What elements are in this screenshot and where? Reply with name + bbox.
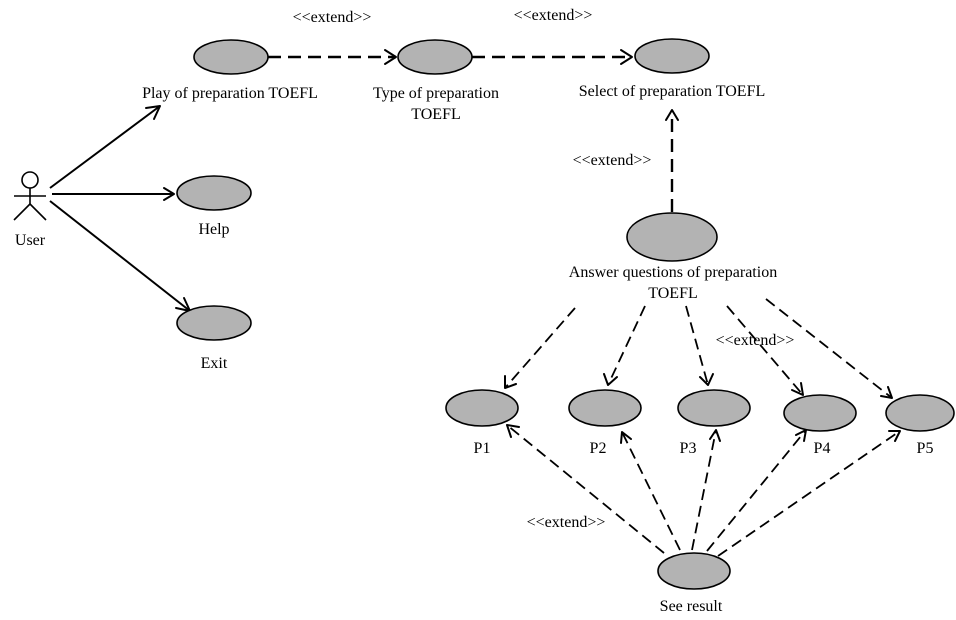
use-case-help[interactable]: Help: [176, 175, 252, 238]
use-case-exit[interactable]: Exit: [176, 305, 252, 372]
svg-text:Play of preparation TOEFL: Play of preparation TOEFL: [142, 85, 318, 102]
svg-text:TOEFL: TOEFL: [411, 106, 460, 123]
extend-label-answer-parts: <<extend>>: [716, 332, 795, 349]
extend-result-to-p2: [620, 431, 681, 551]
use-case-type[interactable]: Type of preparation TOEFL: [373, 39, 499, 123]
extend-result-to-p5: [717, 430, 901, 557]
use-case-p1[interactable]: P1: [445, 389, 519, 457]
extend-type-to-select: [472, 49, 633, 65]
association-user-help: [52, 187, 175, 201]
svg-text:P2: P2: [590, 440, 607, 457]
use-case-play[interactable]: Play of preparation TOEFL: [142, 39, 318, 102]
use-case-select[interactable]: Select of preparation TOEFL: [579, 38, 765, 100]
svg-text:Answer questions of preparatio: Answer questions of preparation: [569, 264, 777, 281]
svg-text:P4: P4: [814, 440, 831, 457]
use-case-p5[interactable]: P5: [885, 394, 955, 457]
svg-text:Type of preparation: Type of preparation: [373, 85, 499, 102]
svg-text:Help: Help: [198, 221, 229, 238]
extend-answer-to-p5: [765, 298, 893, 399]
use-case-p3[interactable]: P3: [677, 389, 751, 457]
extend-answer-to-p4: [726, 305, 804, 396]
extend-label-play-type: <<extend>>: [293, 9, 372, 26]
extend-label-type-select: <<extend>>: [514, 7, 593, 24]
association-user-play: [49, 105, 161, 189]
extend-answer-to-p2: [603, 305, 646, 386]
svg-text:P5: P5: [917, 440, 934, 457]
actor-right-leg: [29, 203, 47, 221]
svg-text:TOEFL: TOEFL: [648, 285, 697, 302]
extend-result-to-p3: [691, 429, 721, 551]
extend-label-result-parts: <<extend>>: [527, 514, 606, 531]
use-case-answer[interactable]: Answer questions of preparation TOEFL: [569, 212, 777, 302]
use-case-p2[interactable]: P2: [568, 389, 642, 457]
association-user-exit: [49, 200, 191, 312]
svg-text:Exit: Exit: [201, 355, 228, 372]
svg-text:See result: See result: [660, 598, 723, 615]
actor-left-leg: [13, 203, 31, 221]
extend-result-to-p1: [506, 424, 665, 554]
extend-result-to-p4: [706, 429, 807, 552]
actor-head: [21, 171, 39, 189]
extend-answer-to-select: [665, 109, 679, 212]
use-case-see-result[interactable]: See result: [657, 552, 731, 615]
use-case-p4[interactable]: P4: [783, 394, 857, 457]
extend-answer-to-p1: [504, 307, 576, 389]
svg-text:P1: P1: [474, 440, 491, 457]
extend-answer-to-p3: [685, 305, 714, 386]
actor-label: User: [15, 232, 46, 249]
actor-user: User: [13, 171, 47, 249]
extend-play-to-type: [268, 49, 397, 65]
svg-text:P3: P3: [680, 440, 697, 457]
extend-label-answer-select: <<extend>>: [573, 152, 652, 169]
svg-text:Select of preparation TOEFL: Select of preparation TOEFL: [579, 83, 765, 100]
